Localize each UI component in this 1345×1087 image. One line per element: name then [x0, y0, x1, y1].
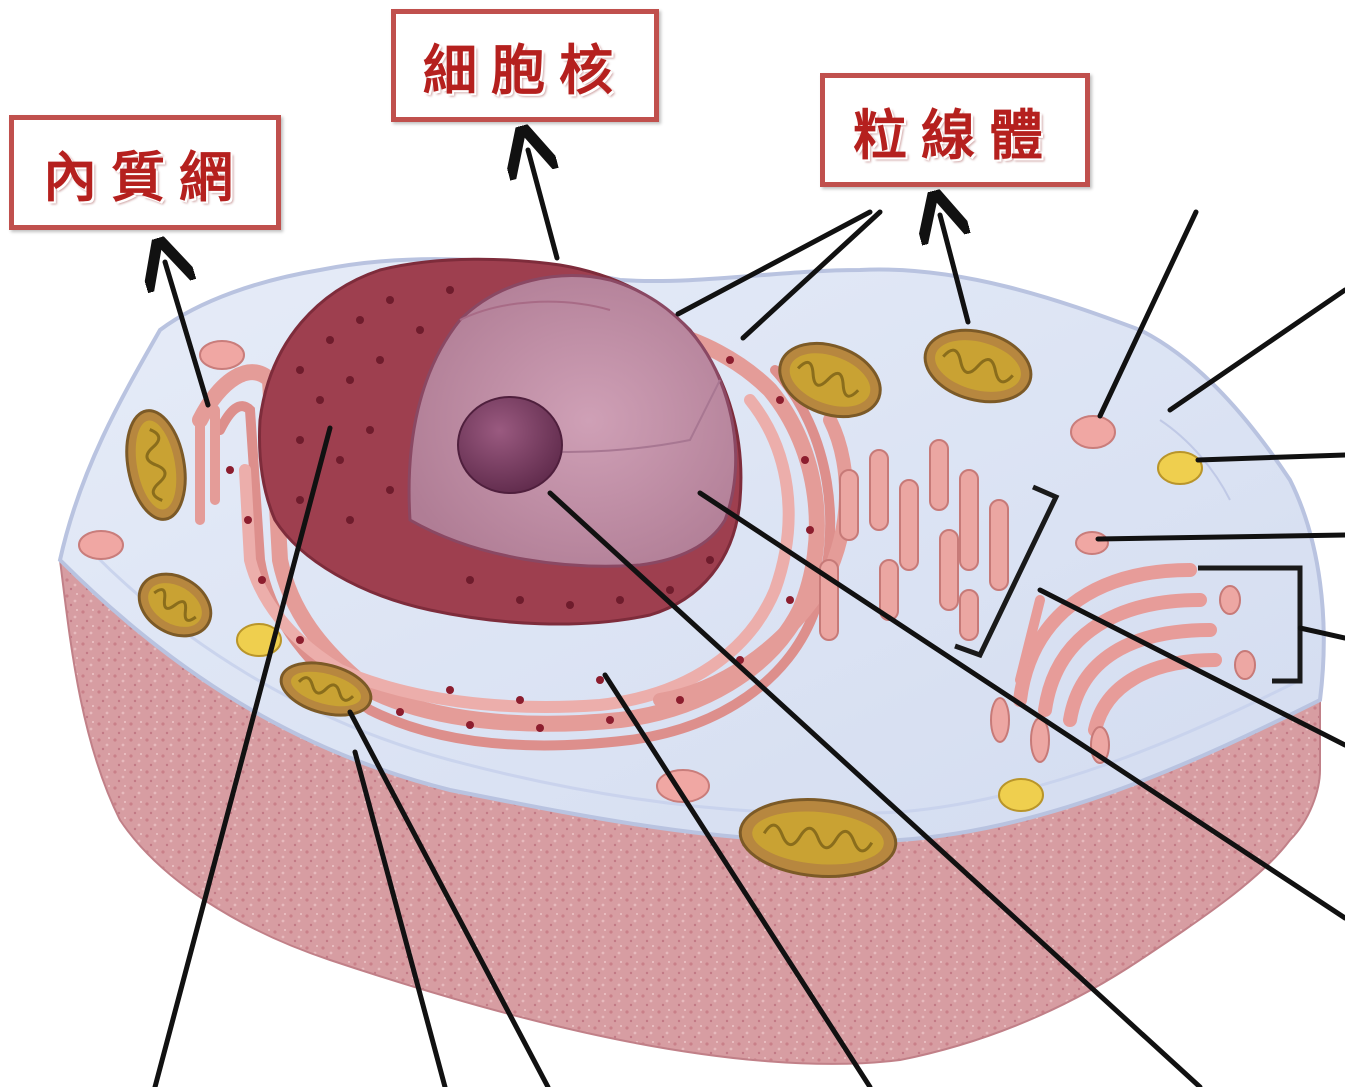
label-endoplasmic-reticulum: 內質網: [9, 115, 281, 230]
nucleolus: [458, 397, 562, 493]
label-nucleus: 細胞核: [391, 9, 659, 122]
nucleus: [260, 259, 741, 624]
label-mitochondria-text: 粒線體: [853, 91, 1057, 170]
label-mitochondria: 粒線體: [820, 73, 1090, 187]
label-nucleus-text: 細胞核: [423, 26, 627, 105]
label-endoplasmic-reticulum-text: 內質網: [43, 133, 247, 212]
